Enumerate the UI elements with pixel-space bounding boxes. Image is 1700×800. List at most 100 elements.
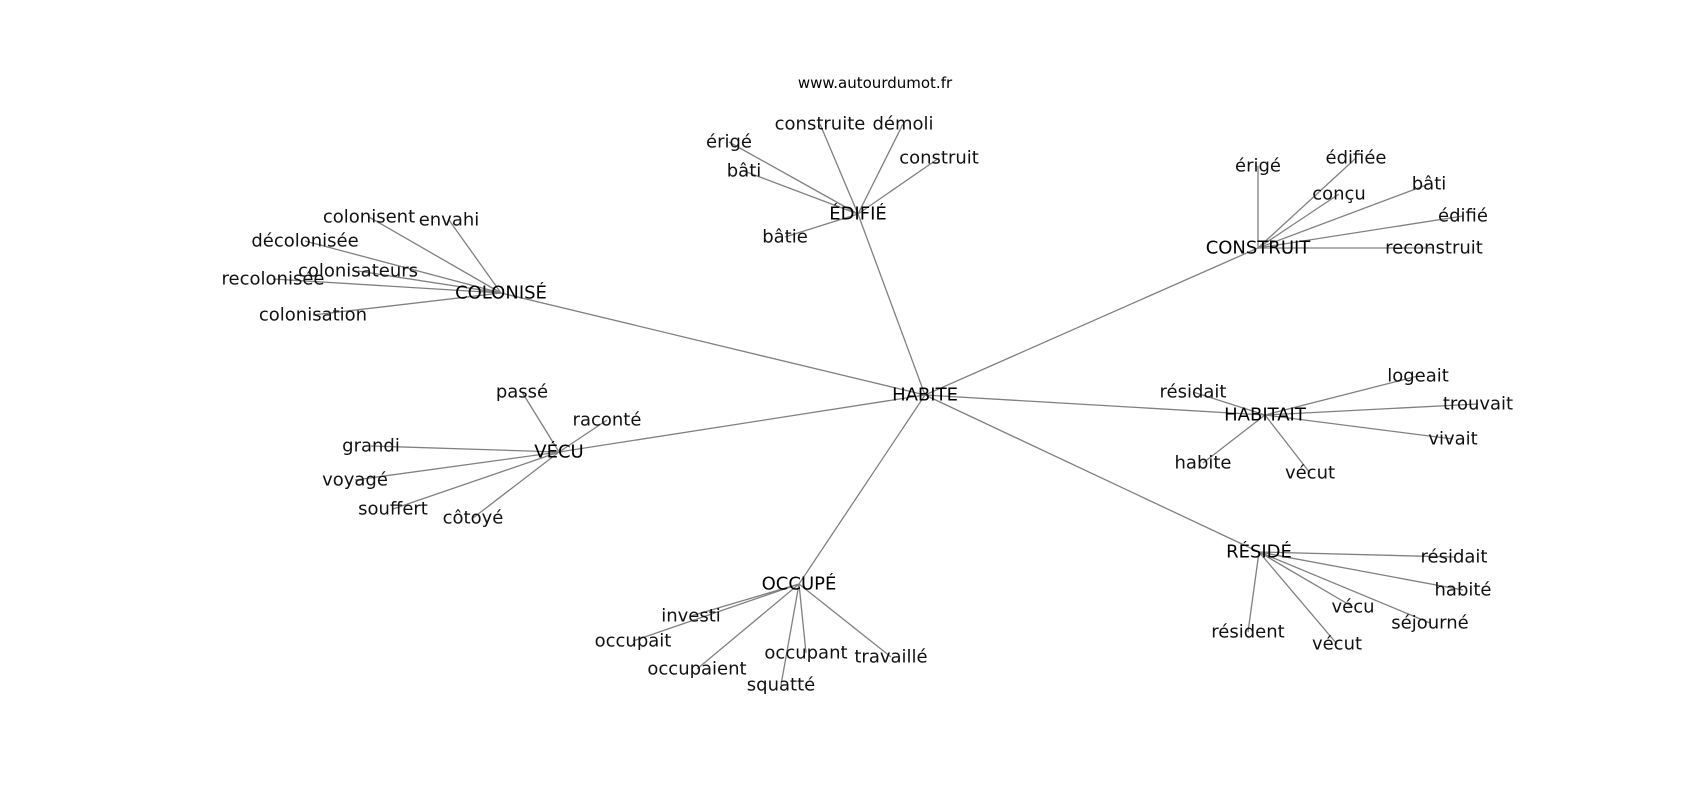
edge-center-vecu [558,394,926,453]
node-word-edifiee[interactable]: édifiée [1326,148,1387,169]
node-hub-habitait[interactable]: HABITAIT [1224,405,1307,426]
graph-labels: HABITE ÉDIFIÉ érigé construite démoli constru… [222,114,1514,696]
edge-vecu-souffert [392,451,560,510]
node-hub-occupe[interactable]: OCCUPÉ [762,573,837,595]
node-word-decolonisee[interactable]: décolonisée [251,231,358,252]
edge-habitait-logeait [1264,375,1419,416]
edge-colonise-decolonisee [304,240,502,294]
edge-vecu-passe [521,391,560,453]
node-word-grandi[interactable]: grandi [342,436,400,457]
edge-construit-edifie [1257,215,1464,249]
node-word-occupait[interactable]: occupait [595,631,672,652]
node-word-resident[interactable]: résident [1211,622,1284,643]
edge-center-construit [924,247,1259,396]
node-hub-edifie[interactable]: ÉDIFIÉ [829,203,887,225]
edge-colonise-recolonisee [272,278,502,294]
node-word-sejourne[interactable]: séjourné [1391,613,1468,634]
node-hub-construit[interactable]: CONSTRUIT [1206,238,1312,259]
node-word-travaille[interactable]: travaillé [854,647,927,668]
node-hub-vecu[interactable]: VÉCU [534,441,583,463]
node-word-residait[interactable]: résidait [1160,382,1227,403]
edge-edifie-construite [819,123,859,215]
site-watermark: www.autourdumot.fr [798,74,953,92]
edge-vecu-raconte [558,419,608,453]
node-word-colonisation[interactable]: colonisation [259,305,367,326]
node-word-demoli[interactable]: démoli [872,114,933,135]
node-word-colonisent[interactable]: colonisent [323,207,415,228]
edge-edifie-bati [743,170,859,215]
edge-reside-vecu [1258,551,1354,608]
node-word-habite[interactable]: habite [1175,453,1232,474]
node-word-bati[interactable]: bâti [727,161,762,182]
node-word-vecu[interactable]: vécu [1331,597,1374,618]
edge-habitait-vivait [1264,414,1454,440]
node-word-occupant[interactable]: occupant [764,643,847,664]
node-word-occupaient[interactable]: occupaient [647,659,746,680]
edge-reside-resident [1247,551,1260,633]
node-word-investi[interactable]: investi [661,606,721,627]
edge-colonise-colonisation [312,292,502,316]
node-word-recolonisee[interactable]: recolonisée [222,269,325,290]
node-word-colonisateurs[interactable]: colonisateurs [298,261,418,282]
node-word-reconstruit[interactable]: reconstruit [1385,238,1483,259]
edge-center-reside [924,394,1260,553]
edge-habitait-residait [1192,391,1266,416]
node-word-concu[interactable]: conçu [1312,184,1366,205]
edge-occupe-squatte [780,583,800,686]
node-hub-colonise[interactable]: COLONISÉ [455,282,547,304]
node-word-souffert[interactable]: souffert [358,499,428,520]
node-word-erige[interactable]: érigé [1235,156,1281,177]
edge-vecu-cotoye [472,451,560,519]
edge-habitait-vecut [1264,414,1311,474]
edge-edifie-batie [784,213,859,238]
node-word-passe[interactable]: passé [496,382,548,403]
node-word-batie[interactable]: bâtie [762,227,808,248]
node-word-squatte[interactable]: squatté [747,675,815,696]
node-word-logeait[interactable]: logeait [1387,366,1449,387]
edge-edifie-erige [728,141,859,215]
node-word-trouvait[interactable]: trouvait [1443,394,1513,415]
edge-reside-residait [1258,551,1455,558]
edge-occupe-investi [690,583,800,617]
edge-construit-bati [1257,183,1430,249]
edge-occupe-travaille [798,583,892,658]
edge-occupe-occupaient [696,583,800,670]
node-word-cotoye[interactable]: côtoyé [443,508,504,529]
edge-colonise-colonisateurs [357,270,502,294]
node-word-vecut[interactable]: vécut [1312,634,1362,655]
node-word-vecut[interactable]: vécut [1285,463,1335,484]
node-center-habite[interactable]: HABITE [892,385,958,406]
node-word-envahi[interactable]: envahi [419,210,480,231]
edge-reside-vecut [1258,551,1338,645]
node-word-raconte[interactable]: raconté [573,410,642,431]
edge-reside-sejourne [1258,551,1431,624]
node-word-erige[interactable]: érigé [706,132,752,153]
edge-occupe-occupait [632,583,800,642]
edge-construit-concu [1257,193,1340,249]
node-word-vivait[interactable]: vivait [1428,429,1477,450]
edge-center-colonise [500,292,926,396]
edge-construit-edifiee [1257,157,1357,249]
node-word-bati[interactable]: bâti [1412,174,1447,195]
edge-center-occupe [798,394,926,585]
edge-vecu-voyage [354,451,560,481]
edge-reside-habite [1258,551,1464,591]
node-hub-reside[interactable]: RÉSIDÉ [1226,541,1292,563]
edge-vecu-grandi [370,445,560,453]
graph-edges [272,123,1479,686]
edge-habitait-habite [1202,414,1266,464]
node-word-edifie[interactable]: édifié [1438,206,1488,227]
node-word-construit[interactable]: construit [899,148,979,169]
edge-edifie-demoli [857,123,904,215]
edge-edifie-construit [857,157,940,215]
node-word-habite[interactable]: habité [1435,580,1492,601]
edge-colonise-envahi [448,219,502,294]
edge-habitait-trouvait [1264,403,1479,416]
node-word-voyage[interactable]: voyagé [322,470,388,491]
edge-colonise-colonisent [368,216,502,294]
edge-occupe-occupant [798,583,807,654]
node-word-residait[interactable]: résidait [1421,547,1488,568]
edge-center-habitait [924,394,1266,416]
node-word-construite[interactable]: construite [775,114,866,135]
